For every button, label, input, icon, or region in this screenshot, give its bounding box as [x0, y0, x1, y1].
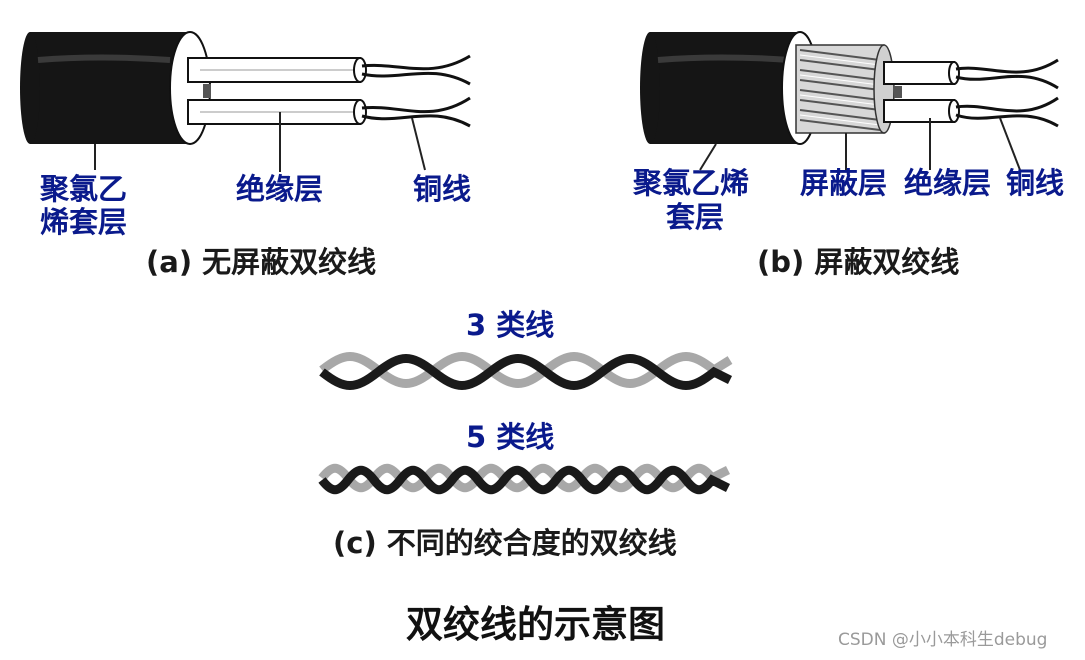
utp-jacket-label-line2: 烯套层: [40, 205, 128, 239]
utp-caption: (a) 无屏蔽双绞线: [146, 245, 377, 279]
stp-insulated-wire-top: [883, 61, 955, 85]
utp-jacket: [30, 32, 190, 144]
stp-insulated-wire-bottom: [883, 99, 955, 123]
cat5-light-strand: [318, 463, 731, 493]
stp-shield-label: 屏蔽层: [800, 166, 888, 200]
cat5-twisted-pair: [318, 463, 731, 495]
utp-jacket-label-line1: 聚氯乙: [40, 172, 128, 206]
cat5-dark-strand: [318, 465, 731, 495]
utp-cable-drawing: [20, 31, 471, 172]
watermark: CSDN @小小本科生debug: [838, 630, 1048, 650]
stp-jacket-label-line2: 套层: [666, 200, 725, 234]
utp-copper-wires: [361, 54, 471, 128]
stp-caption: (b) 屏蔽双绞线: [757, 245, 960, 279]
stp-copper-wires: [955, 58, 1059, 128]
twist-density-caption: (c) 不同的绞合度的双绞线: [333, 526, 677, 560]
stp-jacket-label-line1: 聚氯乙烯: [633, 166, 750, 200]
utp-insulation-label: 绝缘层: [236, 172, 324, 206]
stp-insulation-label: 绝缘层: [904, 166, 992, 200]
cat5-label: 5 类线: [466, 420, 555, 454]
stp-jacket: [650, 32, 800, 144]
utp-leader-lines: [94, 112, 426, 172]
utp-copper-label: 铜线: [413, 172, 472, 206]
stp-copper-label: 铜线: [1006, 166, 1065, 200]
page-title: 双绞线的示意图: [406, 603, 665, 646]
cat3-dark-strand: [319, 354, 733, 390]
cat3-twisted-pair: [319, 352, 733, 390]
stp-cable-drawing: [640, 31, 1059, 171]
cat3-label: 3 类线: [466, 308, 555, 342]
stp-leader-lines: [699, 117, 1021, 171]
